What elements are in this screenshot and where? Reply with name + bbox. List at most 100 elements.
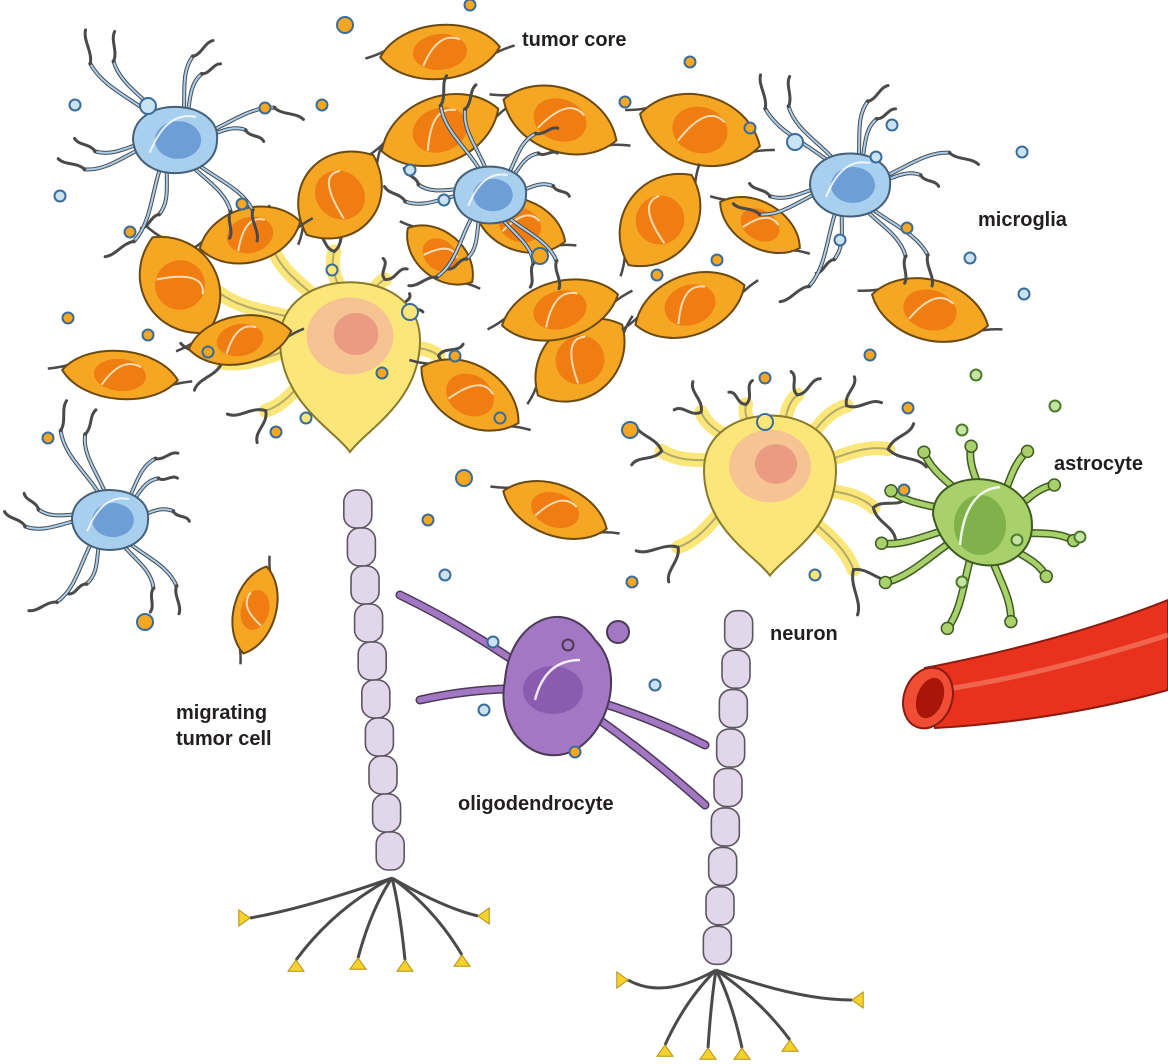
synaptic-terminal — [287, 959, 305, 972]
synaptic-terminal — [851, 991, 864, 1009]
axon-branch — [715, 968, 792, 1041]
astrocyte-endfoot — [884, 484, 898, 498]
vesicle — [1015, 145, 1029, 159]
dendrite-branch — [634, 544, 680, 554]
tumor-nucleus — [155, 260, 205, 310]
synaptic-terminal — [477, 907, 490, 925]
label-migrating-tumor-cell: migrating tumor cell — [176, 700, 272, 752]
tumor-highlight — [245, 591, 262, 627]
vesicle — [955, 575, 969, 589]
axon-branch — [706, 969, 718, 1049]
astrocyte-endfoot — [917, 445, 931, 459]
vesicle — [375, 366, 389, 380]
vesicle — [269, 425, 283, 439]
astrocyte — [874, 439, 1081, 636]
tumor-cell — [625, 92, 775, 168]
tumor-nucleus — [672, 106, 728, 154]
vesicle — [897, 483, 911, 497]
microglia-branch — [72, 136, 97, 153]
tumor-cell — [857, 277, 1003, 343]
microglia-branch — [3, 510, 27, 528]
vesicle — [258, 101, 272, 115]
myelin-segment — [705, 886, 735, 926]
microglia-highlight — [148, 115, 197, 153]
vesicle — [1073, 530, 1087, 544]
neuron-left — [176, 204, 465, 454]
myelin-segment — [715, 728, 746, 768]
microglia-branch — [534, 126, 560, 136]
microglia-branch — [154, 451, 180, 461]
microglia-branch — [67, 582, 89, 596]
axon-right — [702, 609, 754, 966]
myelin-segment — [375, 831, 406, 871]
microglia-branch — [250, 208, 259, 243]
microglia-branch — [747, 181, 772, 198]
microglia-branch — [156, 475, 179, 481]
microglia-branch — [925, 253, 934, 288]
microglia-branch — [103, 239, 136, 259]
microglia-branch — [786, 74, 792, 108]
dendrite-branch — [381, 256, 387, 281]
vesicle — [743, 121, 757, 135]
synaptic-terminal — [238, 909, 251, 927]
microglia-nucleus — [92, 502, 134, 538]
dendrite-branch — [851, 568, 861, 617]
vesicle — [786, 133, 804, 151]
tumor-nucleus — [903, 289, 957, 331]
vesicle — [885, 118, 899, 132]
label-migrating-line2: tumor cell — [176, 728, 272, 750]
vessel-body — [923, 598, 1168, 730]
tumor-nucleus — [93, 358, 147, 392]
dendrite-branch — [886, 447, 928, 469]
tumor-highlight — [677, 114, 726, 142]
neuron-nucleolus — [333, 313, 379, 355]
tumor-cell — [364, 23, 516, 81]
astrocyte-nucleus — [954, 495, 1006, 555]
microglia-branch — [27, 600, 59, 613]
synaptic-terminal — [656, 1044, 674, 1057]
synaptic-terminal — [733, 1047, 751, 1060]
vesicle — [901, 401, 915, 415]
tumor-highlight — [537, 107, 585, 129]
neuron-nucleolus — [754, 444, 798, 484]
label-tumor-core: tumor core — [522, 29, 627, 51]
vessel-lumen — [915, 677, 945, 719]
label-oligodendrocyte: oligodendrocyte — [458, 793, 614, 815]
vesicle — [683, 55, 697, 69]
dendrite-branch — [844, 375, 857, 408]
tumor-nucleus — [412, 107, 468, 153]
vesicle-icon — [41, 0, 1087, 759]
vesicle — [621, 421, 639, 439]
vesicle — [493, 411, 507, 425]
vesicle — [650, 268, 664, 282]
vesicle — [141, 328, 155, 342]
axon-terminals-right — [616, 968, 864, 1060]
tumor-highlight — [100, 363, 142, 386]
myelin-segment — [350, 565, 380, 605]
tumor-highlight — [237, 218, 266, 252]
tumor-highlight — [327, 170, 345, 220]
tumor-cell — [490, 480, 620, 540]
dendrite-branch — [690, 380, 703, 414]
microglia-branch — [191, 39, 215, 58]
dendrite-branch — [225, 408, 268, 417]
tumor-highlight — [426, 108, 457, 151]
astrocyte-endfoot — [874, 536, 889, 550]
myelin-segment — [342, 489, 373, 529]
myelin-segment — [710, 807, 741, 847]
astrocyte-endfoot — [1020, 444, 1035, 459]
microglia-branch — [528, 261, 535, 289]
vesicle — [53, 189, 67, 203]
vesicle — [648, 678, 662, 692]
dendrite-branch — [192, 361, 224, 392]
microglia-branch — [111, 29, 117, 63]
tumor-highlight — [225, 325, 257, 355]
microglia-branch — [22, 491, 41, 511]
dendrite-branch — [383, 267, 409, 281]
tumor-highlight — [534, 499, 578, 517]
astrocyte-endfoot — [1047, 478, 1062, 492]
axon-branch — [714, 969, 744, 1049]
tumor-nucleus — [635, 195, 685, 245]
tumor-highlight — [742, 216, 780, 229]
vesicle — [758, 371, 772, 385]
